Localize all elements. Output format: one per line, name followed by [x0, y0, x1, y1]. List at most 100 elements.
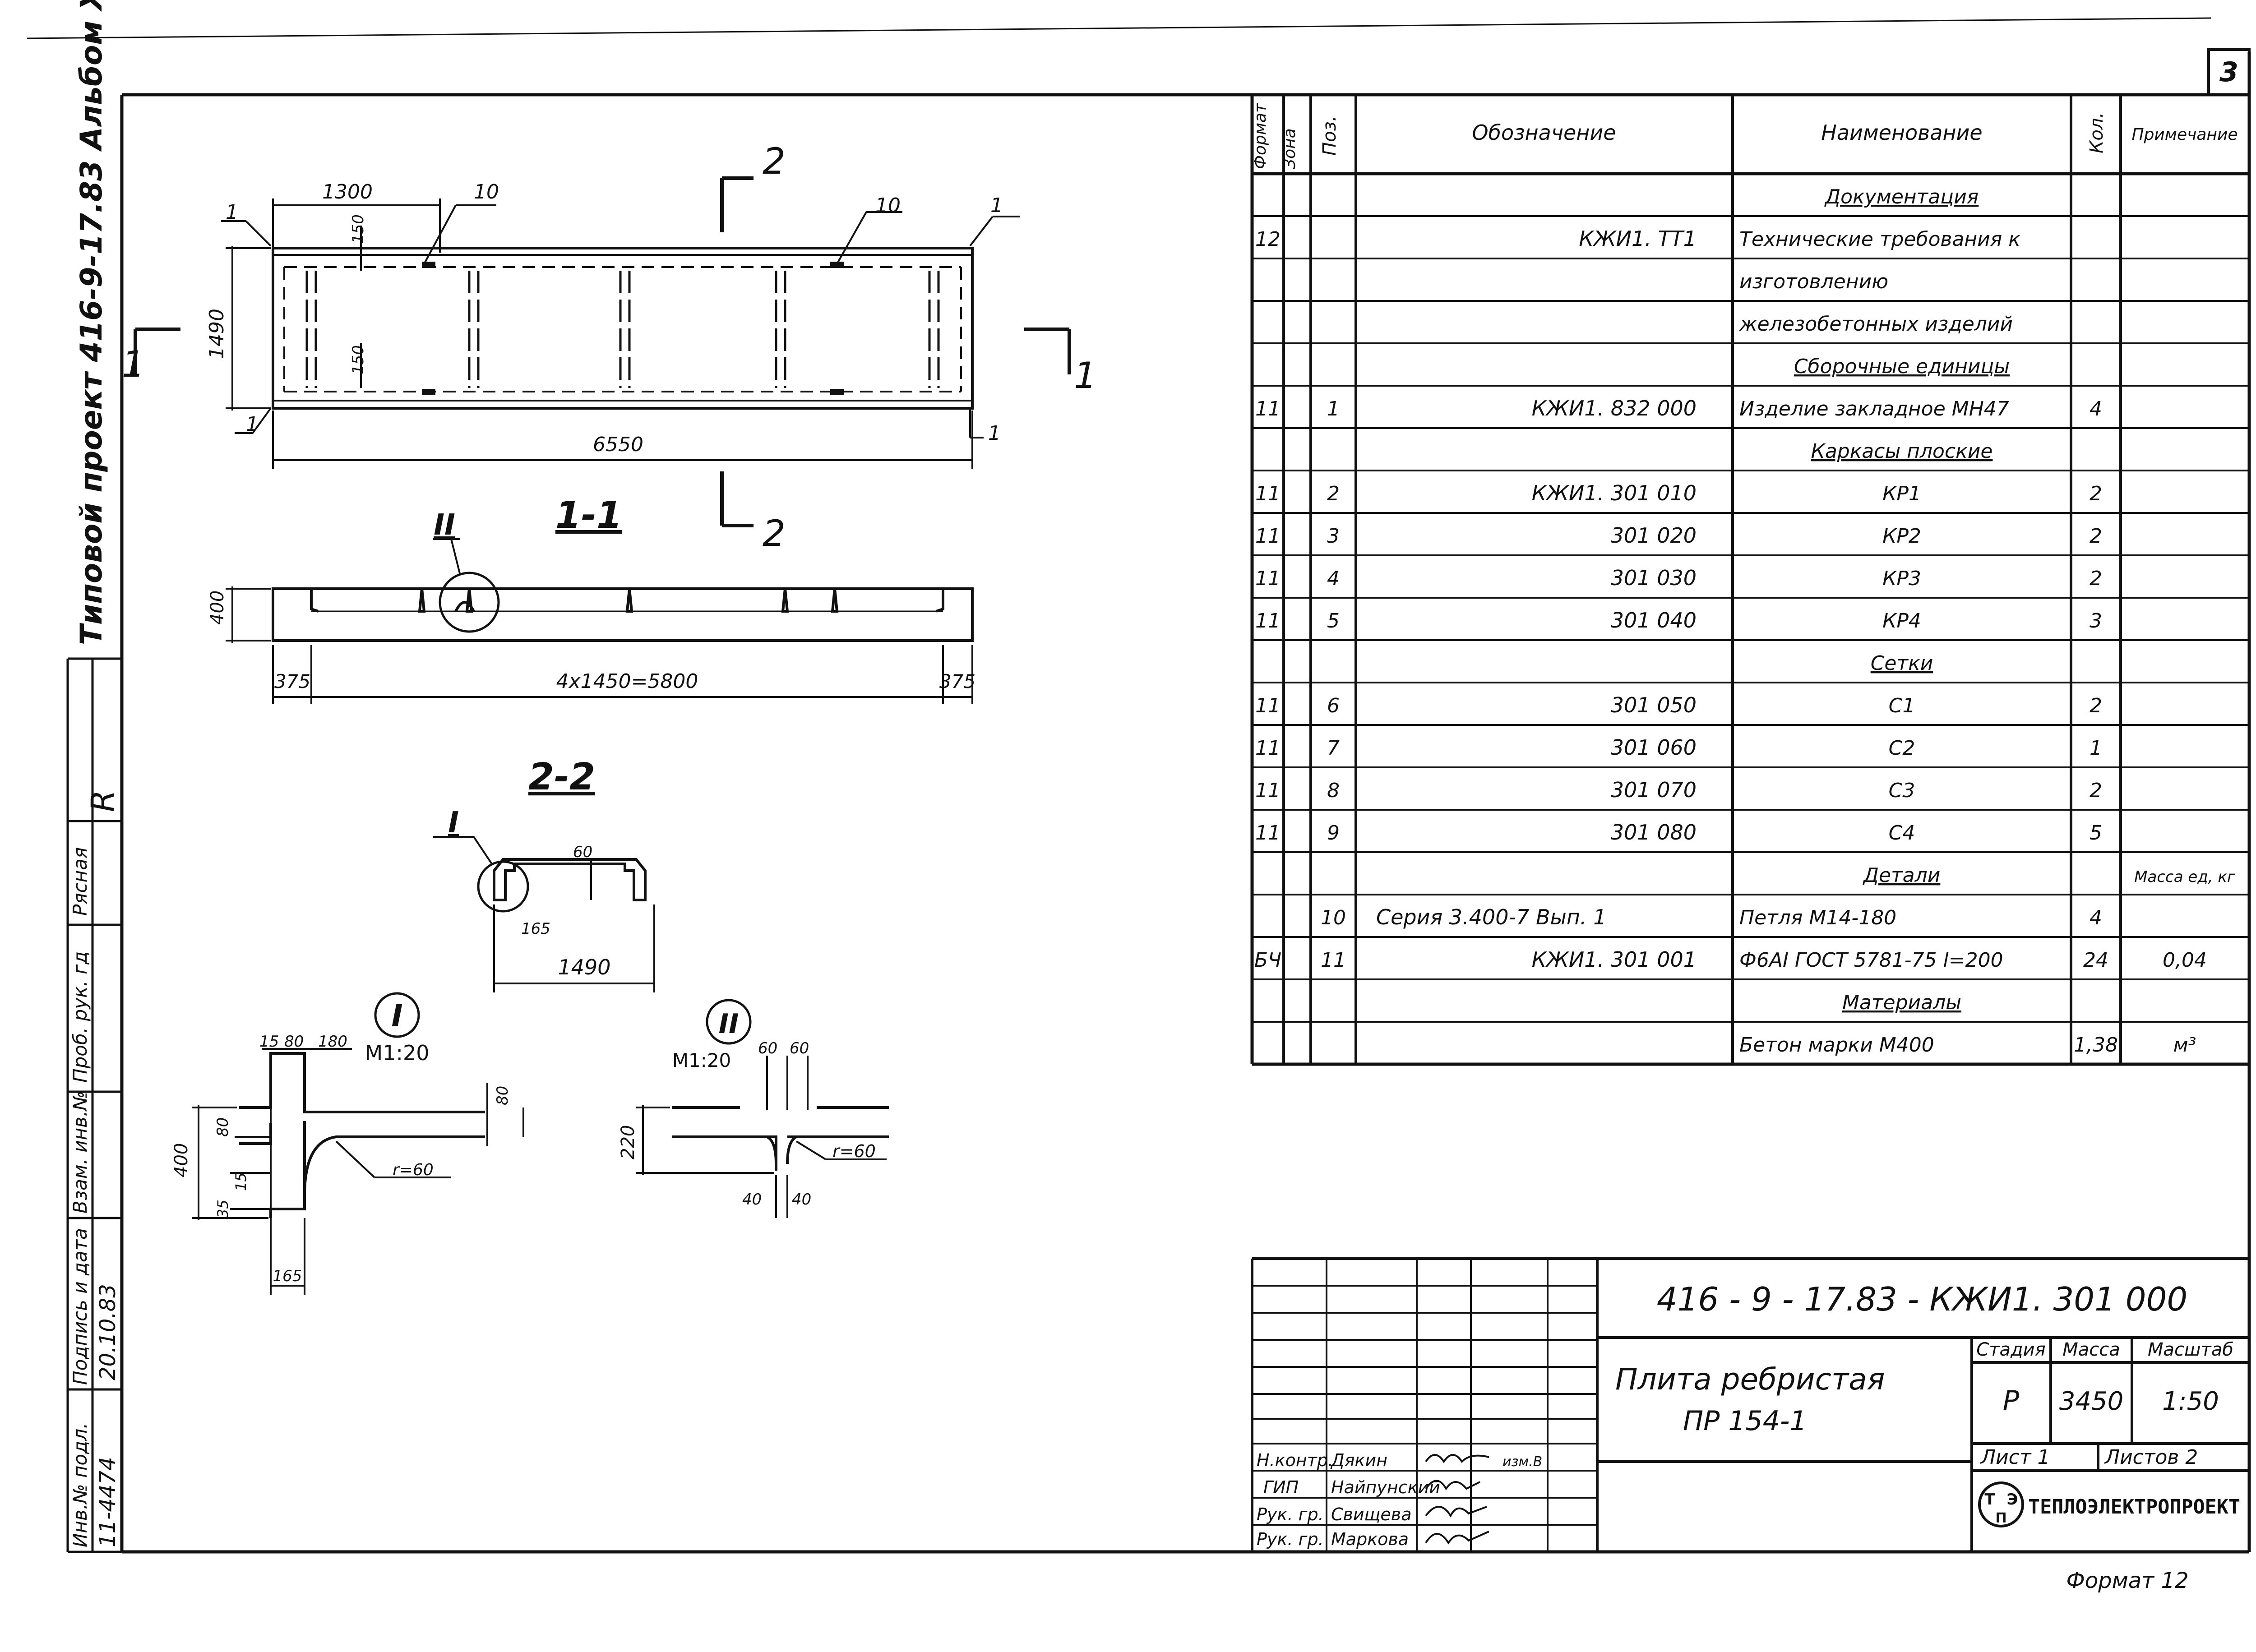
section-heading: Сборочные единицы [1794, 355, 2010, 378]
cell-qty: 24 [2083, 949, 2108, 972]
cell-name: Технические требования к [1739, 228, 2020, 251]
cell-designation: 301 040 [1611, 608, 1697, 632]
stage-value: Р [2003, 1385, 2020, 1417]
sheets-label: Листов 2 [2104, 1446, 2198, 1469]
dim-150-bottom: 150 [349, 345, 367, 374]
cell-format: 11 [1255, 779, 1281, 802]
scale-header: Масштаб [2148, 1339, 2233, 1360]
pos-1-c: 1 [990, 194, 1003, 217]
cell-format: 11 [1255, 567, 1281, 590]
section-mark-2-bottom: 2 [763, 512, 786, 554]
mass-header: Масса [2062, 1339, 2120, 1360]
sheet-label: Лист 1 [1980, 1446, 2050, 1469]
scale-value: 1:50 [2162, 1387, 2219, 1416]
cell-note: 0,04 [2163, 949, 2207, 972]
cell-format: 11 [1255, 821, 1281, 844]
sign-name-2: Найпунский [1331, 1477, 1440, 1497]
mass-value: 3450 [2059, 1387, 2124, 1416]
detail-I-scale: M1:20 [365, 1041, 430, 1065]
section-2-2: 2-2 I 60 165 1490 [433, 756, 655, 992]
section-heading: Каркасы плоские [1811, 440, 1993, 463]
cell-designation: 301 080 [1611, 820, 1697, 844]
cell-qty: 4 [2090, 906, 2102, 929]
cell-designation: Серия 3.400-7 Вып. 1 [1376, 905, 1606, 929]
pos-1-d: 1 [988, 422, 1001, 445]
detail-I-d80-left: 80 [214, 1117, 232, 1137]
section-1-1-title: 1-1 [555, 494, 622, 537]
cell-designation: 301 030 [1611, 566, 1697, 590]
detail-I: I M1:20 15 80 180 80 80 [171, 992, 524, 1295]
detail-II-d220: 220 [618, 1125, 638, 1159]
cell-designation: 301 070 [1611, 778, 1697, 802]
pos-1-a: 1 [226, 201, 238, 224]
cell-name: С1 [1889, 694, 1915, 717]
cell-format: БЧ [1254, 949, 1281, 972]
svg-text:Т: Т [1984, 1490, 1995, 1509]
cell-name: С4 [1889, 821, 1915, 844]
section-2-2-title: 2-2 [528, 756, 595, 798]
detail-I-d15: 15 [259, 1033, 279, 1051]
cell-qty: 2 [2090, 482, 2102, 505]
pos-10-b: 10 [875, 194, 901, 217]
stamp-value-5: 11-4474 [95, 1457, 120, 1547]
section-heading: Детали [1863, 864, 1941, 887]
cell-name: С2 [1889, 737, 1915, 760]
change-note: изм.В [1502, 1454, 1542, 1470]
sheet-number-box [2207, 48, 2251, 96]
header-name: Наименование [1821, 120, 1982, 145]
stamp-label-1: Проб. рук. гд [69, 951, 91, 1083]
cell-format: 11 [1255, 525, 1281, 548]
section-mark-1-left: 1 [122, 343, 145, 385]
detail-I-d400: 400 [171, 1143, 192, 1177]
cell-name: КР1 [1882, 482, 1921, 505]
sign-name-1: Дякин [1330, 1450, 1387, 1470]
album-title: Типовой проект 416-9-17.83 Альбом X ч.2 [74, 0, 109, 645]
detail-II-label: II [719, 1008, 739, 1040]
header-format: Формат [1251, 103, 1270, 169]
detail-II: II M1:20 60 60 220 r=60 40 40 [618, 999, 889, 1218]
cell-note: Масса ед, кг [2134, 868, 2236, 886]
detail-II-d40a: 40 [742, 1191, 762, 1209]
pos-1-b: 1 [246, 413, 259, 436]
cell-designation: КЖИ1. 832 000 [1532, 396, 1697, 420]
header-note: Примечание [2131, 125, 2238, 144]
cell-pos: 6 [1327, 694, 1340, 717]
cell-pos: 1 [1327, 397, 1340, 420]
title-block: 416 - 9 - 17.83 - КЖИ1. 301 000 Плита ре… [1251, 1257, 2249, 1552]
sign-role-2: ГИП [1263, 1477, 1299, 1497]
cell-pos: 11 [1321, 949, 1346, 972]
detail-II-d60a: 60 [758, 1039, 777, 1057]
cell-qty: 5 [2090, 821, 2102, 844]
pos-10-a: 10 [474, 180, 499, 203]
detail-I-d15b: 15 [232, 1172, 250, 1191]
section-mark-2-top: 2 [763, 140, 786, 182]
sign-role-4: Рук. гр. [1257, 1529, 1324, 1549]
sign-name-4: Маркова [1331, 1529, 1409, 1549]
cell-designation: 301 050 [1611, 693, 1697, 717]
cell-qty: 4 [2090, 397, 2102, 420]
cell-pos: 10 [1321, 906, 1346, 929]
stamp-label-2: Рясная [69, 847, 91, 916]
cell-format: 11 [1255, 694, 1281, 717]
detail-II-d60b: 60 [790, 1039, 809, 1057]
section-1-1: 1-1 II 400 375 4x1450=5 [207, 494, 975, 704]
dim-165: 165 [521, 920, 550, 938]
stamp-label-5: Инв.№ подл. [69, 1423, 91, 1547]
detail-I-d180: 180 [318, 1033, 347, 1051]
stamp-value-4: 20.10.83 [95, 1284, 120, 1380]
detail-ref-II: II [434, 508, 455, 542]
left-margin: Типовой проект 416-9-17.83 Альбом X ч.2 … [66, 0, 122, 1553]
cell-format: 12 [1255, 228, 1281, 251]
detail-I-d80-right: 80 [494, 1086, 512, 1105]
stage-header: Стадия [1976, 1339, 2045, 1360]
cell-format: 11 [1255, 482, 1281, 505]
cell-pos: 5 [1327, 609, 1340, 632]
detail-II-scale: M1:20 [672, 1049, 731, 1071]
detail-II-radius: r=60 [832, 1141, 876, 1161]
organization-logo: Т Э П [1978, 1481, 2024, 1527]
sign-role-1: Н.контр. [1257, 1450, 1333, 1470]
cell-name: С3 [1889, 779, 1915, 802]
stamp-label-4: Подпись и дата [69, 1228, 91, 1385]
section-heading: Материалы [1842, 991, 1961, 1014]
sheet-number: 3 [2219, 56, 2238, 88]
